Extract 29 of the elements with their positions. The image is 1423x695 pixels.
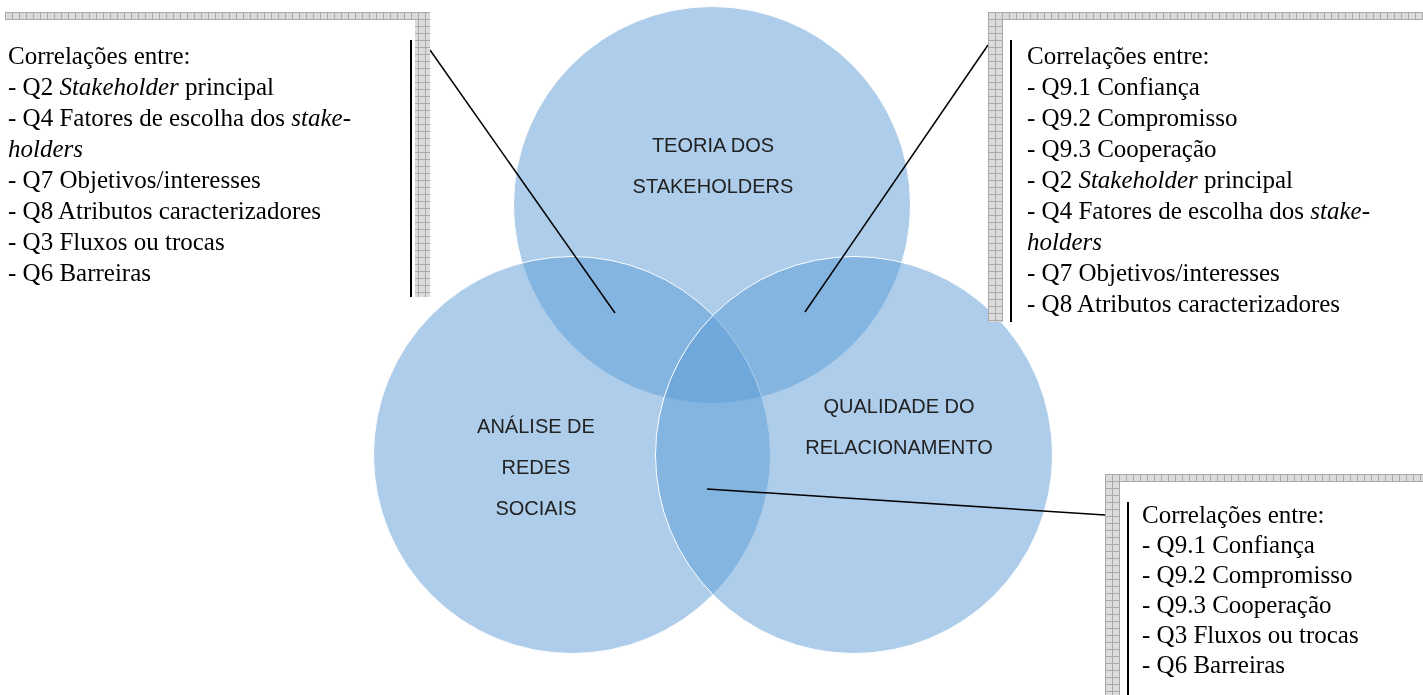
callout-text: - Q9.1 Confiança [1027, 72, 1201, 102]
callout-text: - Q9.1 Confiança [1142, 530, 1316, 560]
callout-text: - Q9.3 Cooperação [1142, 590, 1333, 620]
callout-text: - Q9.2 Compromisso [1142, 560, 1354, 590]
circle-label: QUALIDADE DO RELACIONAMENTO [804, 394, 994, 460]
callout-text: - Q8 Atributos caracterizadores [8, 196, 323, 226]
callout-text: - Q2 Stakeholder principal [1027, 165, 1294, 195]
callout-text: - Q9.2 Compromisso [1027, 103, 1239, 133]
circle-label: TEORIA DOS STAKEHOLDERS [631, 133, 795, 199]
leader-line [804, 44, 989, 313]
callout-text: - Q7 Objetivos/interesses [1027, 258, 1281, 288]
callout-text: - Q6 Barreiras [1142, 650, 1286, 680]
callout-text: - Q3 Fluxos ou trocas [8, 227, 226, 257]
callout-text: - Q4 Fatores de escolha dos stake-holders [8, 103, 352, 164]
callout-text: Correlações entre: [1027, 41, 1211, 71]
circle-label: ANÁLISE DE REDES SOCIAIS [476, 413, 596, 521]
callout-text: - Q7 Objetivos/interesses [8, 165, 262, 195]
callout-text: - Q3 Fluxos ou trocas [1142, 620, 1360, 650]
callout-text: - Q6 Barreiras [8, 258, 152, 288]
callout-text: - Q2 Stakeholder principal [8, 72, 275, 102]
leader-line [429, 49, 616, 314]
callout-box [988, 12, 1423, 322]
callout-text: - Q4 Fatores de escolha dos stake-holders [1027, 196, 1371, 257]
callout-text: - Q8 Atributos caracterizadores [1027, 289, 1342, 319]
leader-line [706, 488, 1106, 516]
callout-text: Correlações entre: [8, 41, 192, 71]
callout-box [1105, 474, 1423, 695]
callout-text: - Q9.3 Cooperação [1027, 134, 1218, 164]
callout-text: Correlações entre: [1142, 500, 1326, 530]
